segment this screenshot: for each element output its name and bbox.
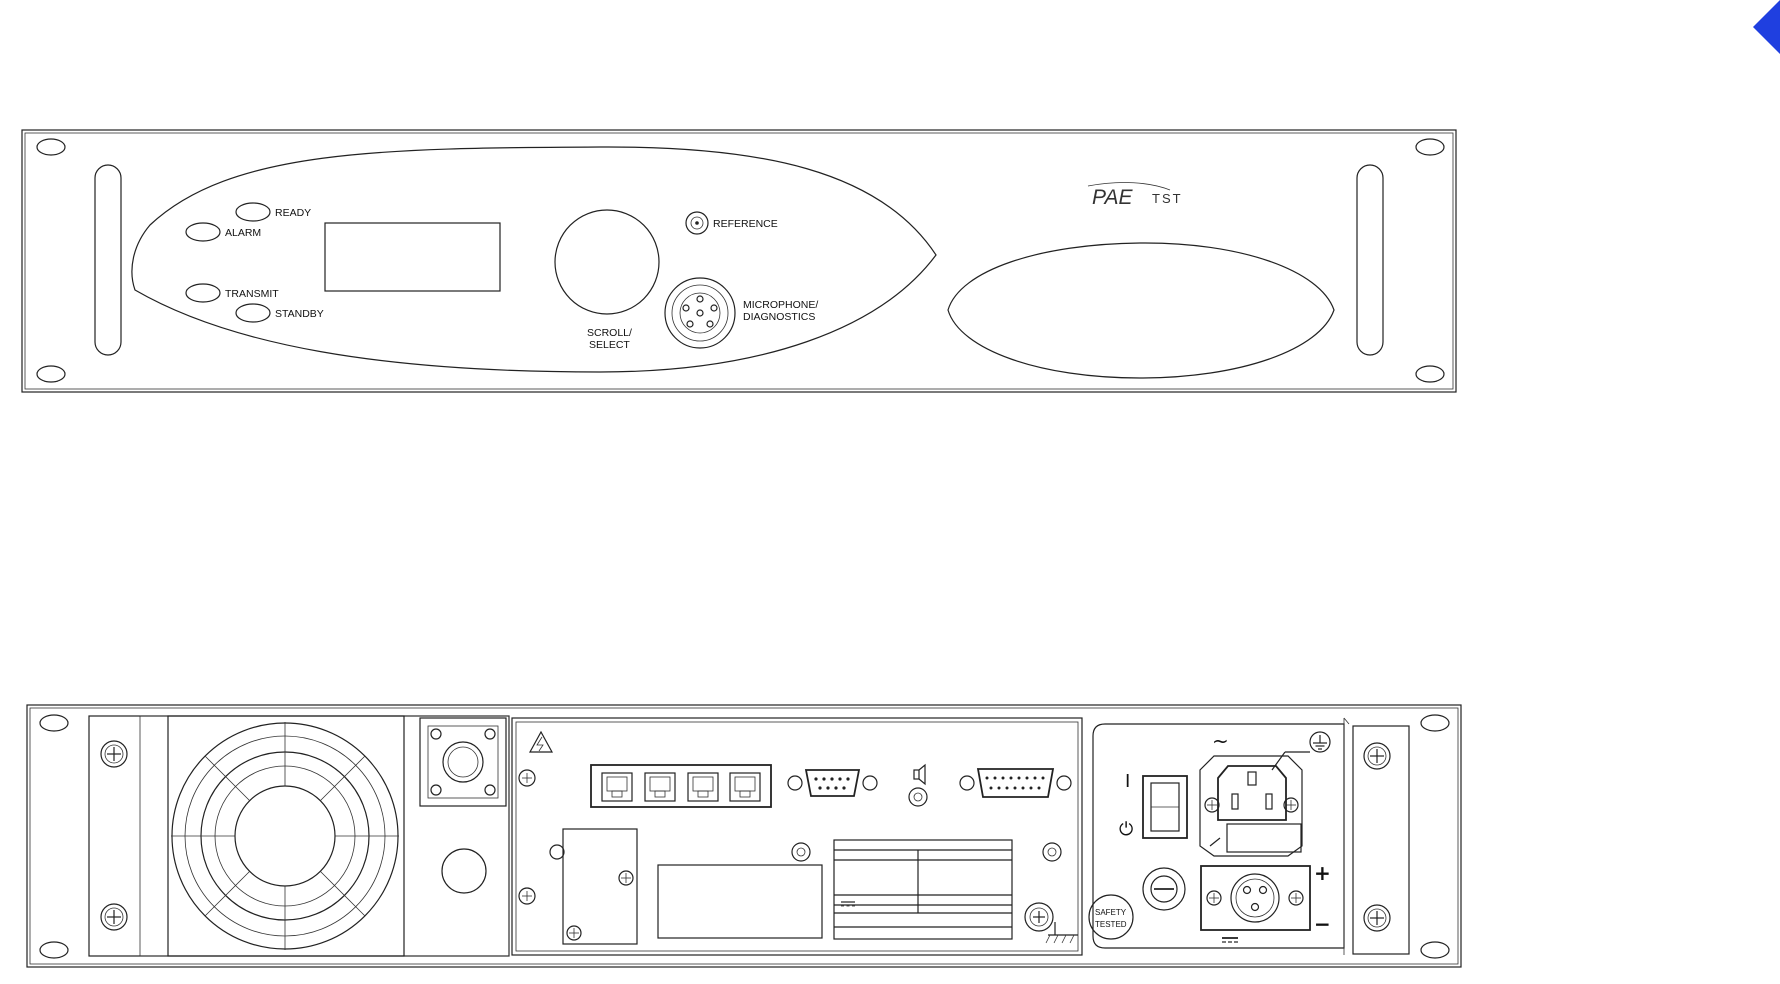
alarm-label: ALARM bbox=[225, 227, 261, 239]
ground-stud bbox=[1025, 903, 1053, 931]
ready-label: READY bbox=[275, 207, 311, 219]
rack-hole bbox=[37, 366, 65, 382]
svg-text:PAE: PAE bbox=[1092, 186, 1133, 209]
reference-label: REFERENCE bbox=[713, 218, 778, 230]
scroll-select-knob[interactable] bbox=[555, 210, 659, 314]
transmit-label: TRANSMIT bbox=[225, 288, 279, 300]
speaker-grille bbox=[948, 243, 1334, 378]
rj45-port[interactable] bbox=[730, 773, 760, 801]
svg-text:TST: TST bbox=[1152, 191, 1183, 206]
serial-label-area bbox=[658, 865, 822, 938]
rj45-port-block bbox=[591, 765, 771, 807]
standby-label: STANDBY bbox=[275, 308, 324, 320]
rj45-port[interactable] bbox=[602, 773, 632, 801]
control-bezel bbox=[132, 147, 936, 372]
rack-handle-left bbox=[95, 165, 121, 355]
rack-hole bbox=[1416, 366, 1444, 382]
page-nav-marker[interactable] bbox=[1753, 0, 1780, 54]
rack-handle-right bbox=[1357, 165, 1383, 355]
alarm-led bbox=[186, 223, 220, 241]
transmit-led bbox=[186, 284, 220, 302]
ready-led bbox=[236, 203, 270, 221]
rj45-port[interactable] bbox=[688, 773, 718, 801]
dc-power-connector[interactable] bbox=[1201, 866, 1310, 930]
earth-symbol-icon bbox=[1272, 732, 1330, 770]
rack-hole bbox=[1421, 715, 1449, 731]
brand-logo: PAE TST bbox=[1088, 183, 1183, 209]
db15-connector[interactable] bbox=[960, 769, 1071, 797]
rear-panel: I ⏻ ~ bbox=[27, 705, 1461, 967]
rating-table bbox=[834, 840, 1012, 939]
power-on-symbol: I bbox=[1125, 771, 1130, 792]
ac-power-inlet[interactable] bbox=[1200, 756, 1302, 856]
mounting-hole bbox=[1043, 843, 1061, 861]
screw bbox=[101, 904, 127, 930]
audio-jack[interactable] bbox=[909, 765, 927, 806]
antenna-connector bbox=[420, 718, 506, 806]
dc-symbol-icon bbox=[1222, 938, 1238, 942]
safety-tested-badge: SAFETY TESTED bbox=[1089, 895, 1133, 939]
standby-led bbox=[236, 304, 270, 322]
rack-hole bbox=[40, 715, 68, 731]
ac-symbol: ~ bbox=[1212, 729, 1229, 753]
knob-label-line1: SCROLL/ bbox=[587, 327, 632, 339]
mounting-hole bbox=[792, 843, 810, 861]
dc-plus-label: + bbox=[1314, 861, 1331, 885]
cover-plate bbox=[563, 829, 637, 944]
db9-connector[interactable] bbox=[788, 770, 877, 796]
warning-lightning-icon bbox=[530, 732, 552, 752]
front-panel-frame bbox=[22, 130, 1456, 392]
screw bbox=[519, 770, 535, 786]
rear-panel-frame bbox=[27, 705, 1461, 967]
power-switch[interactable] bbox=[1143, 776, 1187, 838]
screw bbox=[519, 888, 535, 904]
microphone-label-line2: DIAGNOSTICS bbox=[743, 311, 815, 323]
rack-hole bbox=[1421, 942, 1449, 958]
rack-hole bbox=[37, 139, 65, 155]
rack-hole bbox=[40, 942, 68, 958]
microphone-connector bbox=[665, 278, 735, 348]
lcd-display bbox=[325, 223, 500, 291]
rj45-port[interactable] bbox=[645, 773, 675, 801]
svg-text:TESTED: TESTED bbox=[1095, 920, 1127, 929]
dc-minus-label: − bbox=[1314, 912, 1331, 936]
mounting-hole bbox=[550, 845, 564, 859]
microphone-label-line1: MICROPHONE/ bbox=[743, 299, 818, 311]
rack-hole bbox=[1416, 139, 1444, 155]
power-off-symbol: ⏻ bbox=[1119, 819, 1133, 840]
svg-text:SAFETY: SAFETY bbox=[1095, 908, 1127, 917]
fan-grille-icon bbox=[168, 716, 404, 956]
front-panel: READY ALARM TRANSMIT STANDBY SCROLL/ SEL… bbox=[22, 130, 1456, 392]
screw bbox=[101, 741, 127, 767]
fuse-holder[interactable] bbox=[1143, 868, 1185, 910]
knob-label-line2: SELECT bbox=[589, 339, 630, 351]
rear-handle-right bbox=[1353, 726, 1409, 954]
blanking-plug bbox=[442, 849, 486, 893]
